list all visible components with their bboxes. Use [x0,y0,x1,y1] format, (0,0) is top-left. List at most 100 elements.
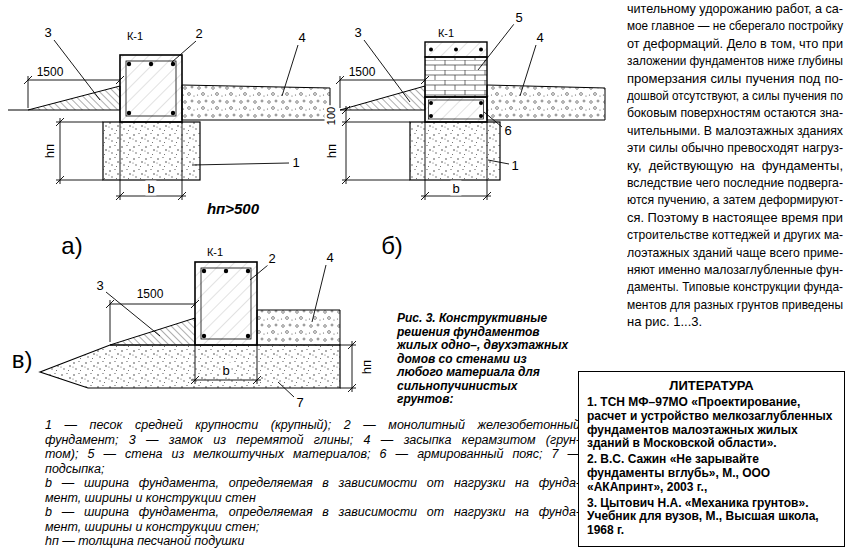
rebar-dot [429,48,433,52]
dimension-line [191,345,261,384]
body-text-line: на рис. 1...3. [627,313,702,330]
body-text-line: строительстве коттеджей и других ма- [627,226,843,243]
callout-number: 6 [502,123,513,138]
reinforced-belt [425,97,487,122]
concrete-foundation [195,262,257,345]
dimension-note: hп>500 [205,200,261,217]
dimension-value: 1500 [135,287,166,301]
ground-line [8,110,28,111]
element-mark: К-1 [436,27,456,40]
figure-letter: в) [10,347,35,373]
rebar-stirrup [429,100,484,119]
keramzit-backfill [487,85,605,120]
callout-number: 1 [509,158,520,173]
literature-box: ЛИТЕРАТУРА 1. ТСН МФ–97МО «Проектирование… [578,371,845,547]
callout-number: 3 [42,25,53,40]
clay-lock [28,86,120,110]
legend-line: b — ширина фундамента, определяемая в за… [45,476,580,491]
rebar-dot [479,114,483,118]
keramzit-backfill [257,310,340,345]
rebar-dot [171,62,175,66]
element-mark: К-1 [125,30,145,43]
callout-number: 4 [296,30,307,45]
dimension-line [106,300,199,342]
rebar-dot [127,62,131,66]
legend-line: hп — толщина песчаной подушки [45,534,244,549]
rebar-dot [246,334,250,338]
brick-wall [425,57,487,97]
box-heading: ЛИТЕРАТУРА [587,377,836,394]
callout-number: 4 [324,250,335,265]
body-text-line: от деформаций. Дело в том, что при [627,35,843,52]
figure-caption: Рис. 3. Конструктивные решения фундамент… [397,312,573,407]
dimension-line [56,118,103,184]
dimension-value: hп [42,142,57,160]
rebar-dot [479,101,483,105]
callout-number: 3 [94,278,105,293]
callout-number: 2 [193,26,204,41]
body-text-line: лоэтажных зданий чаще всего приме- [627,244,843,261]
body-text-line: ются пучению, а затем деформируют- [627,191,843,208]
rebar-dot [149,62,153,66]
body-text-line: даменты. Типовые конструкции фунда- [627,278,843,295]
element-mark: К-1 [205,246,225,259]
dimension-line [340,341,356,392]
rebar-dot [127,111,131,115]
figure-letter: б) [379,233,405,259]
callout-number: 3 [352,25,363,40]
keramzit-backfill [182,85,330,120]
concrete-foundation [120,55,182,122]
rebar-dot [202,334,206,338]
leader-line [106,265,326,397]
body-text-line: боковым поверхностям остаются зна- [627,104,843,121]
legend-line: мент, ширины и конструкции стен [45,491,256,506]
reference-item: 3. Цытович Н.А. «Механика грунтов». Учеб… [587,497,836,538]
reference-item: 1. ТСН МФ–97МО «Проектирование, расчет и… [587,396,836,451]
legend-line: мент, ширины и конструкции стен; [45,520,259,535]
body-text-line: чительными. В малоэтажных зданиях [627,122,843,139]
rebar-dot [429,114,433,118]
dimension-value: 100 [325,105,338,127]
dimension-line [336,76,429,108]
dimension-value: hп [324,142,339,160]
body-text-line: ментов для разных грунтов приведены [627,296,843,313]
body-text-line: вследствие чего последние подверга- [627,174,843,191]
body-text-line: ся. Поэтому в настоящее время при [627,209,843,226]
rebar-dot [202,269,206,273]
dimension-line [421,122,491,200]
dimension-value: hп [359,358,374,376]
dimension-value: b [450,181,461,196]
dimension-line [342,106,410,184]
body-text-line: няют именно малозаглубленные фун- [627,261,843,278]
dimension-line [24,76,124,108]
body-text-line: промерзания силы пучения под по- [627,70,843,87]
dimension-value: b [145,181,156,196]
rebar-dot [479,48,483,52]
callout-number: 4 [534,30,545,45]
rebar-dot [246,269,250,273]
body-text-line: мое главное — не сберегало постройку [627,17,843,34]
body-text-line: заложении фундаментов ниже глубины [627,52,843,69]
legend-line: фундамент; 3 — замок из перемятой глины;… [45,433,580,448]
reference-item: 2. В.С. Сажин «Не зарывайте фундаменты в… [587,453,836,494]
rebar-dot [171,111,175,115]
dimension-line [116,122,186,200]
ring-beam [425,42,487,57]
sand-cushion [410,122,500,180]
legend-line: том); 5 — стена из мелкоштучных материал… [45,447,580,462]
leader-line [364,24,536,164]
body-text-line: ку, действующую на фундаменты, [627,157,843,174]
body-text-line: дошвой отсутствуют, а силы пучения по [627,87,843,104]
rebar-dot [224,269,228,273]
fill-layer [40,345,340,388]
legend-line: 1 — песок средней крупности (крупный); 2… [45,418,580,433]
clay-lock [110,318,195,345]
legend-line: b — ширина фундамента, определяемая в за… [45,505,580,520]
dimension-value: 1500 [347,65,378,79]
rebar-dot [429,101,433,105]
rebar-stirrup [126,61,176,116]
callout-number: 7 [294,395,305,410]
sand-cushion [103,122,200,180]
callout-number: 1 [290,155,301,170]
callout-number: 2 [266,251,277,266]
